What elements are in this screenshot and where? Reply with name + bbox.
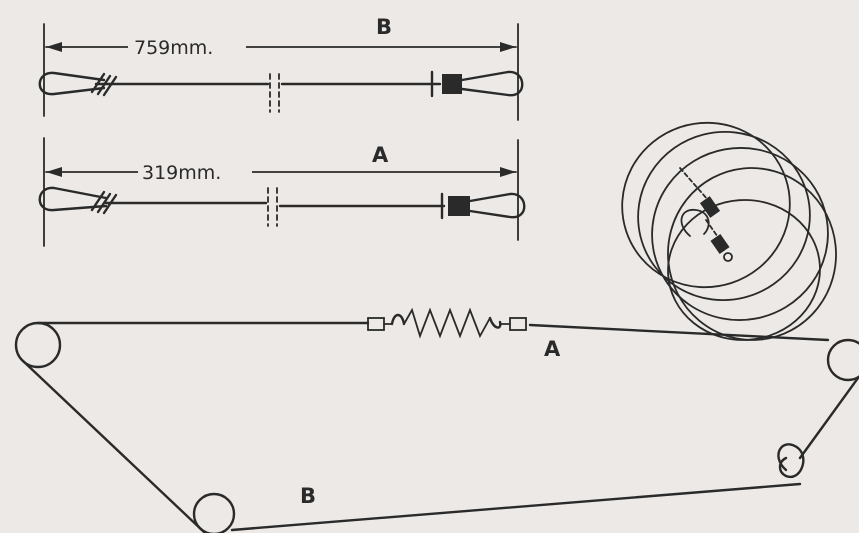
pulley-small-coil bbox=[777, 443, 805, 479]
tension-spring bbox=[367, 307, 527, 339]
cable-a-right-ferrule bbox=[448, 196, 470, 216]
run-a-right bbox=[528, 323, 830, 342]
cable-b-length: 759mm. bbox=[134, 37, 213, 59]
pulley-bottom bbox=[192, 492, 236, 533]
cable-a-left-loop bbox=[38, 186, 108, 212]
cable-a-length: 319mm. bbox=[142, 162, 221, 184]
cable-a-right-arrow bbox=[500, 167, 516, 177]
cable-b-right-loop bbox=[460, 70, 524, 97]
pulley-right bbox=[826, 338, 859, 382]
cable-a-letter: A bbox=[372, 143, 389, 167]
routing-diagram: A B bbox=[14, 307, 859, 533]
cable-a: 319mm. A bbox=[38, 137, 526, 247]
coiled-cable bbox=[621, 121, 837, 341]
cable-b-right-ferrule bbox=[442, 74, 462, 94]
cable-b-left-loop bbox=[38, 71, 106, 96]
routing-label-b: B bbox=[300, 484, 316, 508]
routing-label-a: A bbox=[544, 337, 561, 361]
cable-b-right-arrow bbox=[500, 42, 516, 52]
cable-b-letter: B bbox=[376, 15, 392, 39]
cable-a-left-arrow bbox=[46, 167, 62, 177]
run-b-right bbox=[798, 376, 859, 460]
cable-b: 759mm. B bbox=[38, 15, 524, 121]
run-b-bottom bbox=[230, 482, 802, 532]
cable-a-left-knot bbox=[90, 190, 118, 215]
cable-a-right-loop bbox=[468, 192, 526, 219]
cable-b-left-arrow bbox=[46, 42, 62, 52]
run-b-diagonal bbox=[20, 358, 206, 533]
cable-b-left-knot bbox=[90, 72, 118, 97]
